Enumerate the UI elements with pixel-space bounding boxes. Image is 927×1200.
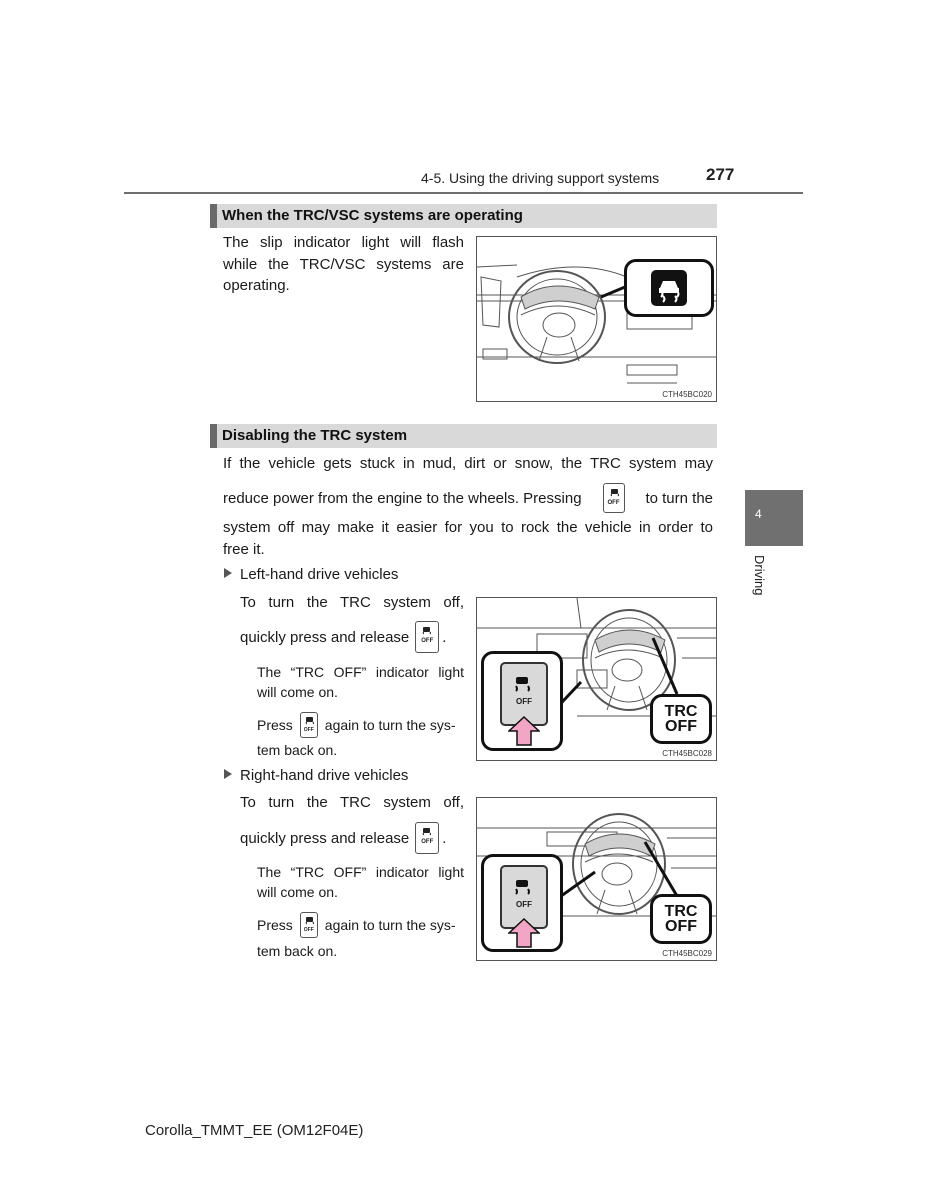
skid-icon: [422, 627, 432, 635]
dashboard-illustration: [476, 264, 716, 384]
section1-text: The slip indicator light will flash whil…: [223, 234, 464, 294]
button-off-text: OFF: [303, 927, 314, 933]
rhd-note-2-cont: tem back on.: [257, 943, 338, 959]
header-rule: [124, 192, 803, 194]
indicator-trc-text: TRC: [664, 703, 698, 720]
bullet-rhd: Right-hand drive vehicles: [224, 767, 408, 784]
button-off-text: OFF: [303, 727, 314, 733]
press-arrow-icon: [508, 918, 540, 948]
bullet-label: Left-hand drive vehicles: [240, 566, 399, 583]
chapter-label: Driving: [752, 555, 767, 596]
heading-accent: [210, 204, 217, 228]
intro-line-2: reduce power from the engine to the whee…: [223, 482, 713, 514]
indicator-off-text: OFF: [665, 918, 697, 935]
button-off-text: OFF: [421, 638, 434, 644]
note-text-b: again to turn the sys-: [324, 717, 456, 733]
trc-off-button-icon: OFF: [415, 822, 440, 854]
trc-off-button-icon: OFF: [602, 483, 625, 513]
lhd-dashboard-illustration: [477, 597, 716, 718]
switch-off-text: OFF: [516, 900, 532, 909]
trc-off-button-icon: OFF: [299, 712, 318, 738]
figure-lhd-trc-off: OFF TRC OFF CTH45BC028: [476, 597, 717, 761]
trc-off-switch: [500, 662, 548, 726]
rhd-note-1: The “TRC OFF” indicator light will come …: [257, 864, 464, 900]
figure-rhd-trc-off: OFF TRC OFF CTH45BC029: [476, 797, 717, 961]
indicator-off-text: OFF: [665, 718, 697, 735]
heading-accent: [210, 424, 217, 448]
rhd-line-2: quickly press and release OFF .: [240, 821, 446, 855]
switch-off-text: OFF: [516, 697, 532, 706]
section-title: When the TRC/VSC systems are operating: [222, 207, 523, 224]
intro-text-b: to turn the: [645, 489, 713, 507]
bullet-label: Right-hand drive vehicles: [240, 767, 409, 784]
bullet-lhd: Left-hand drive vehicles: [224, 566, 398, 583]
button-off-text: OFF: [607, 500, 620, 506]
figure-code: CTH45BC020: [662, 390, 712, 399]
page-number: 277: [706, 165, 735, 184]
trc-off-indicator-callout: TRC OFF: [650, 694, 712, 744]
lhd-note-1: The “TRC OFF” indicator light will come …: [257, 664, 464, 700]
skid-icon: [305, 917, 314, 925]
intro-line-3: system off may make it easier for you to…: [223, 519, 713, 536]
trc-off-switch-callout: OFF: [481, 854, 563, 952]
skid-icon: [515, 880, 530, 895]
button-off-text: OFF: [421, 839, 434, 845]
intro-text-a: reduce power from the engine to the whee…: [223, 489, 582, 507]
footer-doc-id: Corolla_TMMT_EE (OM12F04E): [145, 1122, 364, 1139]
rhd-note-2: Press OFF again to turn the sys-: [257, 911, 456, 939]
figure-code: CTH45BC028: [662, 749, 712, 758]
running-header: 4-5. Using the driving support systems: [421, 170, 660, 186]
section-heading-trc-vsc-operating: When the TRC/VSC systems are operating: [210, 204, 717, 228]
chapter-tab: [745, 490, 803, 546]
trc-off-indicator-callout: TRC OFF: [650, 894, 712, 944]
trc-off-button-icon: OFF: [415, 621, 440, 653]
press-arrow-icon: [508, 716, 540, 746]
bullet-triangle-icon: [224, 769, 232, 779]
lhd-line-1: To turn the TRC system off,: [240, 594, 464, 611]
skid-icon: [422, 828, 432, 836]
note-text-a: Press: [257, 917, 293, 933]
intro-line-4: free it.: [223, 541, 265, 558]
lhd-line-2-text: quickly press and release: [240, 628, 410, 646]
rhd-line-1: To turn the TRC system off,: [240, 794, 464, 811]
intro-line-1: If the vehicle gets stuck in mud, dirt o…: [223, 455, 713, 472]
skid-icon: [515, 677, 530, 692]
trc-off-switch-callout: OFF: [481, 651, 563, 751]
bullet-triangle-icon: [224, 568, 232, 578]
skid-icon: [610, 489, 619, 497]
skid-icon: [305, 717, 314, 725]
rhd-line-2-text: quickly press and release: [240, 829, 410, 847]
figure-code: CTH45BC029: [662, 949, 712, 958]
lhd-note-2: Press OFF again to turn the sys-: [257, 711, 456, 739]
section-title: Disabling the TRC system: [222, 427, 408, 444]
figure-dashboard-slip-indicator: CTH45BC020: [476, 236, 717, 402]
indicator-trc-text: TRC: [664, 903, 698, 920]
lhd-note-2-cont: tem back on.: [257, 742, 338, 758]
slip-indicator-icon: [651, 270, 687, 306]
slip-indicator-callout: [624, 259, 714, 317]
note-text-a: Press: [257, 717, 293, 733]
section-heading-disabling-trc: Disabling the TRC system: [210, 424, 717, 448]
lhd-line-2: quickly press and release OFF .: [240, 620, 446, 654]
note-text-b: again to turn the sys-: [324, 917, 456, 933]
trc-off-button-icon: OFF: [299, 912, 318, 938]
chapter-number: 4: [755, 507, 762, 521]
